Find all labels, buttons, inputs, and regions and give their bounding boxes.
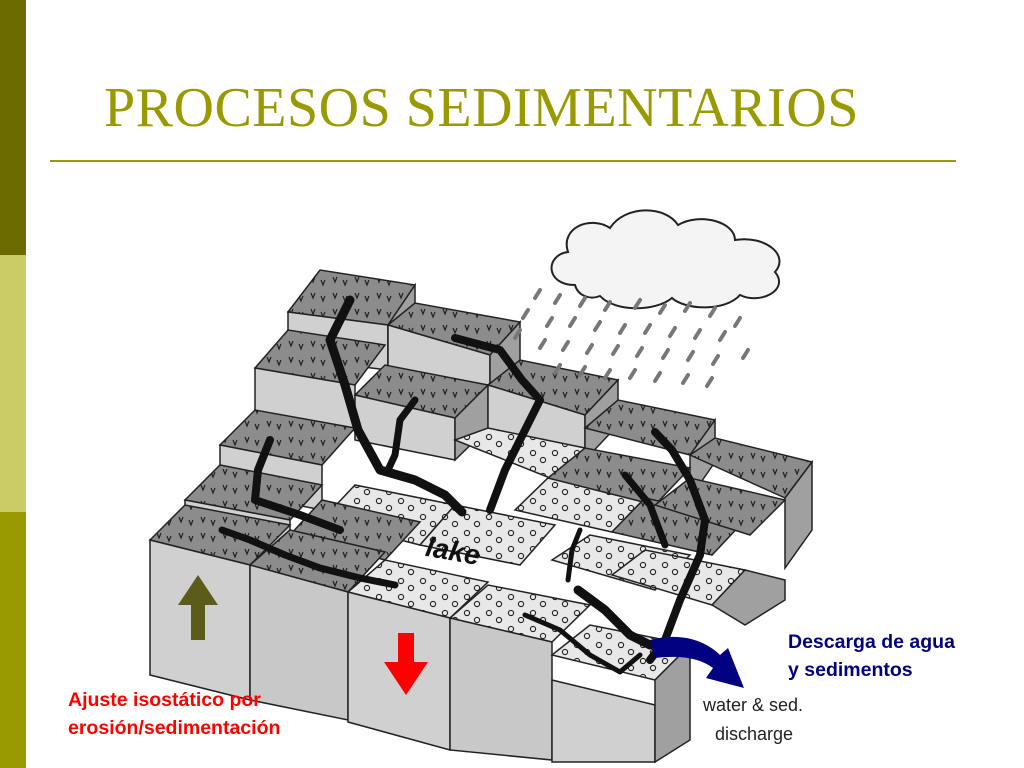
discharge-note: Descarga de agua y sedimentos <box>788 628 955 684</box>
river-channels <box>218 295 709 675</box>
slide-title: PROCESOS SEDIMENTARIOS <box>104 77 859 139</box>
isostatic-adjustment-note: Ajuste isostático por erosión/sedimentac… <box>68 686 280 742</box>
isostatic-line-1: Ajuste isostático por <box>68 689 261 711</box>
discharge-line-2: y sedimentos <box>788 659 913 681</box>
sedimentary-landscape-diagram: lake water & sed. discharge <box>148 209 814 764</box>
discharge-label-line2: discharge <box>715 724 793 744</box>
sidebar-band-mid <box>0 512 26 768</box>
up-arrow-icon <box>178 575 218 640</box>
sidebar-band-light <box>0 255 26 512</box>
discharge-label-line1: water & sed. <box>702 695 803 715</box>
rain-icon <box>513 288 750 388</box>
isostatic-line-2: erosión/sedimentación <box>68 717 281 739</box>
discharge-line-1: Descarga de agua <box>788 631 955 653</box>
slide-sidebar <box>0 0 26 768</box>
sidebar-band-dark <box>0 0 26 255</box>
title-underline <box>50 160 956 162</box>
down-arrow-icon <box>384 633 428 695</box>
cloud-icon <box>550 209 781 310</box>
discharge-arrow-icon <box>650 636 744 688</box>
